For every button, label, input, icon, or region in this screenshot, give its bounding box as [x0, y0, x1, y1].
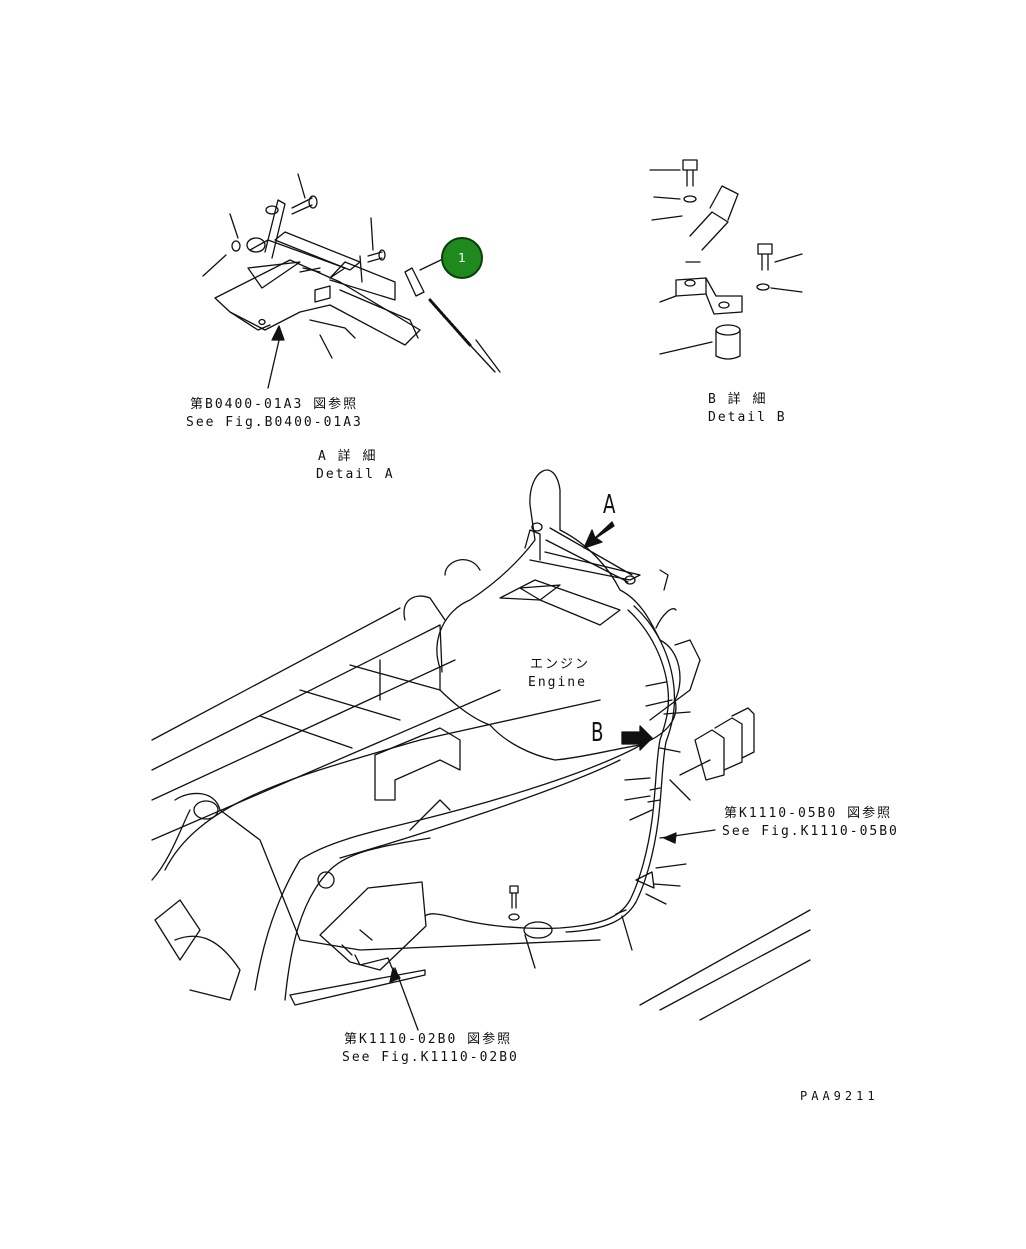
detail-b-title-jp: B 詳 細 [708, 392, 768, 407]
ref-k1110-05-en: See Fig.K1110-05B0 [722, 824, 899, 839]
view-arrow-a [583, 521, 615, 549]
drawing-code: PAA9211 [800, 1089, 879, 1103]
detail-b-title-en: Detail B [708, 410, 787, 425]
ref-k1110-02-en: See Fig.K1110-02B0 [342, 1050, 519, 1065]
ref-k1110-05-jp: 第K1110-05B0 図参照 [724, 806, 893, 821]
detail-a-title-jp: A 詳 細 [318, 449, 378, 464]
ref-b0400-jp: 第B0400-01A3 図参照 [190, 397, 359, 412]
engine-label-jp: エンジン [530, 657, 591, 672]
callout-part-1[interactable]: 1 [441, 237, 483, 279]
callout-number: 1 [458, 251, 466, 265]
view-letter-a: A [603, 490, 616, 520]
machine-frame-drawing [151, 469, 811, 1031]
view-letter-b: B [591, 718, 604, 748]
engine-label-en: Engine [528, 675, 587, 690]
ref-b0400-en: See Fig.B0400-01A3 [186, 415, 363, 430]
view-arrow-b [621, 725, 653, 751]
detail-b-clamp-drawing [649, 159, 803, 360]
detail-a-bracket-drawing [202, 173, 501, 389]
ref-k1110-02-jp: 第K1110-02B0 図参照 [344, 1032, 513, 1047]
detail-a-title-en: Detail A [316, 467, 395, 482]
